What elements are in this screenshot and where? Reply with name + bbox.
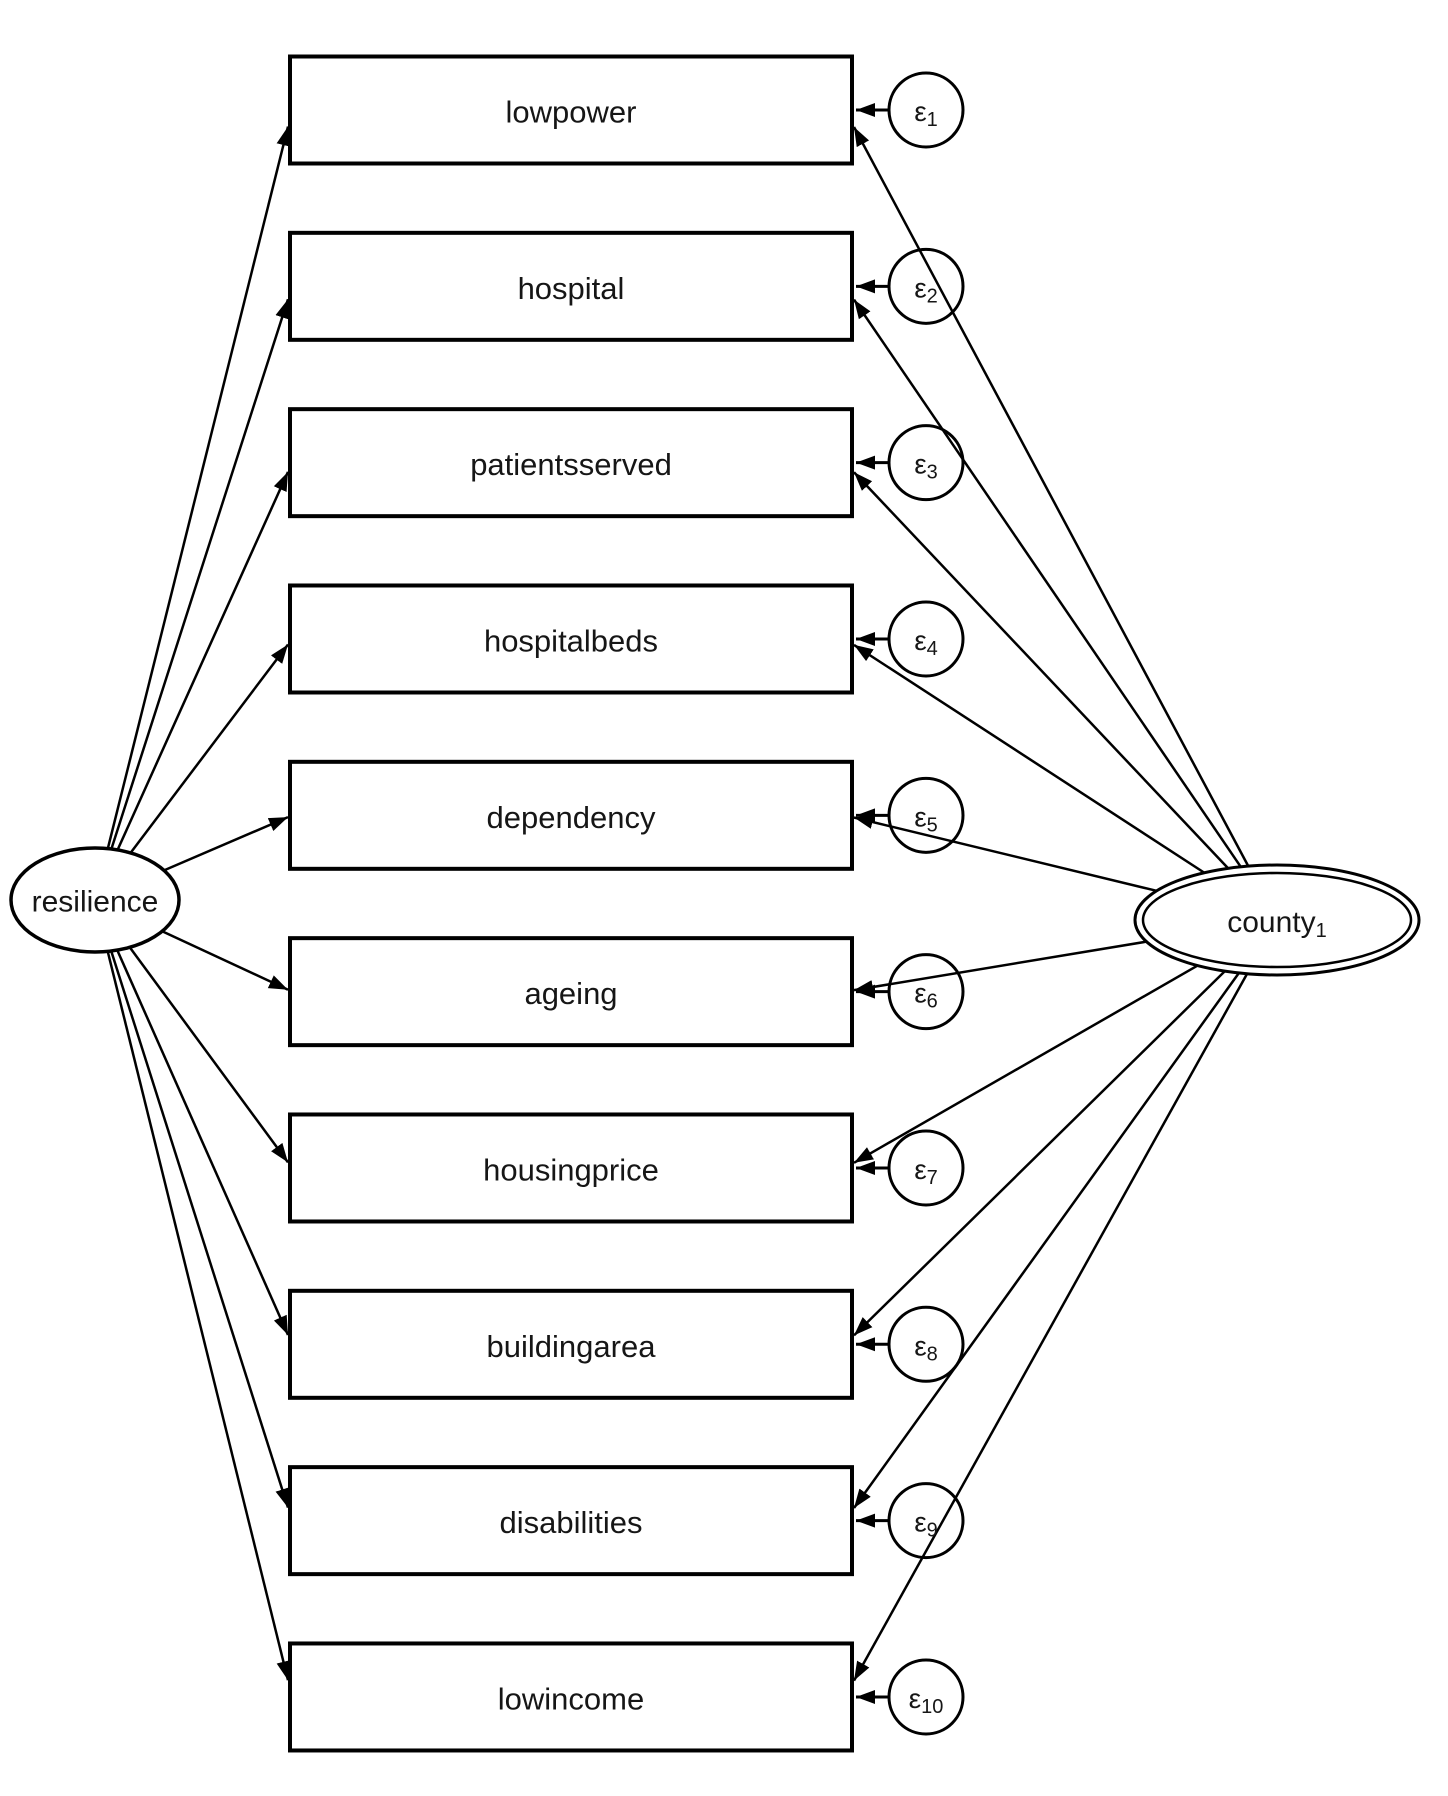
error-subscript-e8: 8 bbox=[927, 1343, 938, 1365]
latent-ellipse-county-inner bbox=[1141, 871, 1413, 969]
indicator-label-patientsserved: patientsserved bbox=[470, 447, 672, 482]
path-county-to-lowpower bbox=[852, 126, 1250, 867]
path-county-to-lowincome bbox=[852, 973, 1249, 1682]
path-county-to-disabilities bbox=[852, 972, 1240, 1509]
path-resilience-to-housingprice bbox=[128, 946, 290, 1164]
indicator-label-lowincome: lowincome bbox=[498, 1681, 644, 1716]
error-label-e8: ε8 bbox=[914, 1330, 938, 1366]
indicator-rect-hospitalbeds bbox=[288, 583, 854, 695]
path-county-to-ageing bbox=[853, 940, 1147, 994]
path-resilience-to-dependency bbox=[163, 815, 289, 872]
latent-label-county-subscript: 1 bbox=[1316, 920, 1327, 942]
error-subscript-e2: 2 bbox=[927, 285, 938, 307]
indicator-rect-housingprice bbox=[288, 1112, 854, 1224]
error-symbol-e4: ε bbox=[914, 624, 926, 655]
indicator-rect-buildingarea bbox=[288, 1288, 854, 1400]
latent-ellipse-county-outer bbox=[1133, 863, 1421, 977]
indicator-label-hospital: hospital bbox=[518, 271, 625, 306]
path-resilience-to-hospital bbox=[110, 298, 290, 850]
error-label-e3: ε3 bbox=[914, 448, 938, 484]
indicator-label-hospitalbeds: hospitalbeds bbox=[484, 623, 658, 658]
indicator-rect-lowincome bbox=[288, 1641, 854, 1753]
path-resilience-to-buildingarea bbox=[116, 949, 290, 1336]
error-symbol-e6: ε bbox=[914, 977, 926, 1008]
path-resilience-to-hospitalbeds bbox=[129, 643, 289, 854]
error-symbol-e2: ε bbox=[914, 272, 926, 303]
error-subscript-e1: 1 bbox=[927, 109, 938, 131]
error-subscript-e3: 3 bbox=[927, 462, 938, 484]
path-county-to-buildingarea bbox=[853, 970, 1226, 1337]
indicator-label-buildingarea: buildingarea bbox=[487, 1329, 657, 1364]
indicator-label-housingprice: housingprice bbox=[483, 1152, 659, 1187]
path-county-to-housingprice bbox=[853, 964, 1199, 1164]
error-label-e2: ε2 bbox=[914, 272, 938, 308]
error-symbol-e10: ε bbox=[909, 1682, 921, 1713]
error-label-e4: ε4 bbox=[914, 624, 938, 660]
indicator-label-lowpower: lowpower bbox=[506, 95, 637, 130]
indicator-rect-ageing bbox=[288, 936, 854, 1048]
path-county-to-hospital bbox=[852, 298, 1242, 868]
error-symbol-e3: ε bbox=[914, 448, 926, 479]
path-resilience-to-lowpower bbox=[106, 126, 291, 849]
path-resilience-to-ageing bbox=[161, 930, 289, 991]
path-resilience-to-disabilities bbox=[110, 950, 290, 1508]
error-symbol-e7: ε bbox=[914, 1153, 926, 1184]
error-subscript-e4: 4 bbox=[927, 638, 938, 660]
error-label-e7: ε7 bbox=[914, 1153, 938, 1189]
path-county-to-dependency bbox=[853, 815, 1157, 893]
error-label-e9: ε9 bbox=[914, 1506, 938, 1542]
indicator-rect-patientsserved bbox=[288, 407, 854, 519]
indicator-label-ageing: ageing bbox=[524, 976, 617, 1011]
error-subscript-e10: 10 bbox=[921, 1696, 943, 1718]
indicator-rect-lowpower bbox=[288, 54, 854, 166]
path-resilience-to-lowincome bbox=[106, 951, 291, 1681]
error-symbol-e8: ε bbox=[914, 1330, 926, 1361]
path-county-to-hospitalbeds bbox=[853, 643, 1206, 874]
indicator-rect-disabilities bbox=[288, 1465, 854, 1577]
latent-label-resilience: resilience bbox=[32, 886, 159, 919]
latent-label-county: county1 bbox=[1227, 906, 1327, 943]
path-county-to-patientsserved bbox=[853, 471, 1230, 870]
indicator-label-dependency: dependency bbox=[487, 800, 656, 835]
error-subscript-e7: 7 bbox=[927, 1167, 938, 1189]
indicator-rect-hospital bbox=[288, 230, 854, 342]
error-symbol-e5: ε bbox=[914, 801, 926, 832]
indicator-rect-dependency bbox=[288, 759, 854, 871]
error-symbol-e1: ε bbox=[914, 96, 926, 127]
error-subscript-e9: 9 bbox=[927, 1520, 938, 1542]
latent-ellipse-resilience bbox=[9, 846, 181, 954]
error-label-e10: ε10 bbox=[909, 1682, 944, 1718]
error-label-e6: ε6 bbox=[914, 977, 938, 1013]
error-subscript-e5: 5 bbox=[927, 814, 938, 836]
path-resilience-to-patientsserved bbox=[116, 471, 290, 851]
error-label-e1: ε1 bbox=[914, 96, 938, 132]
error-label-e5: ε5 bbox=[914, 801, 938, 837]
error-subscript-e6: 6 bbox=[927, 991, 938, 1013]
error-symbol-e9: ε bbox=[914, 1506, 926, 1537]
indicator-label-disabilities: disabilities bbox=[499, 1505, 642, 1540]
latent-label-county-text: county bbox=[1227, 906, 1315, 939]
